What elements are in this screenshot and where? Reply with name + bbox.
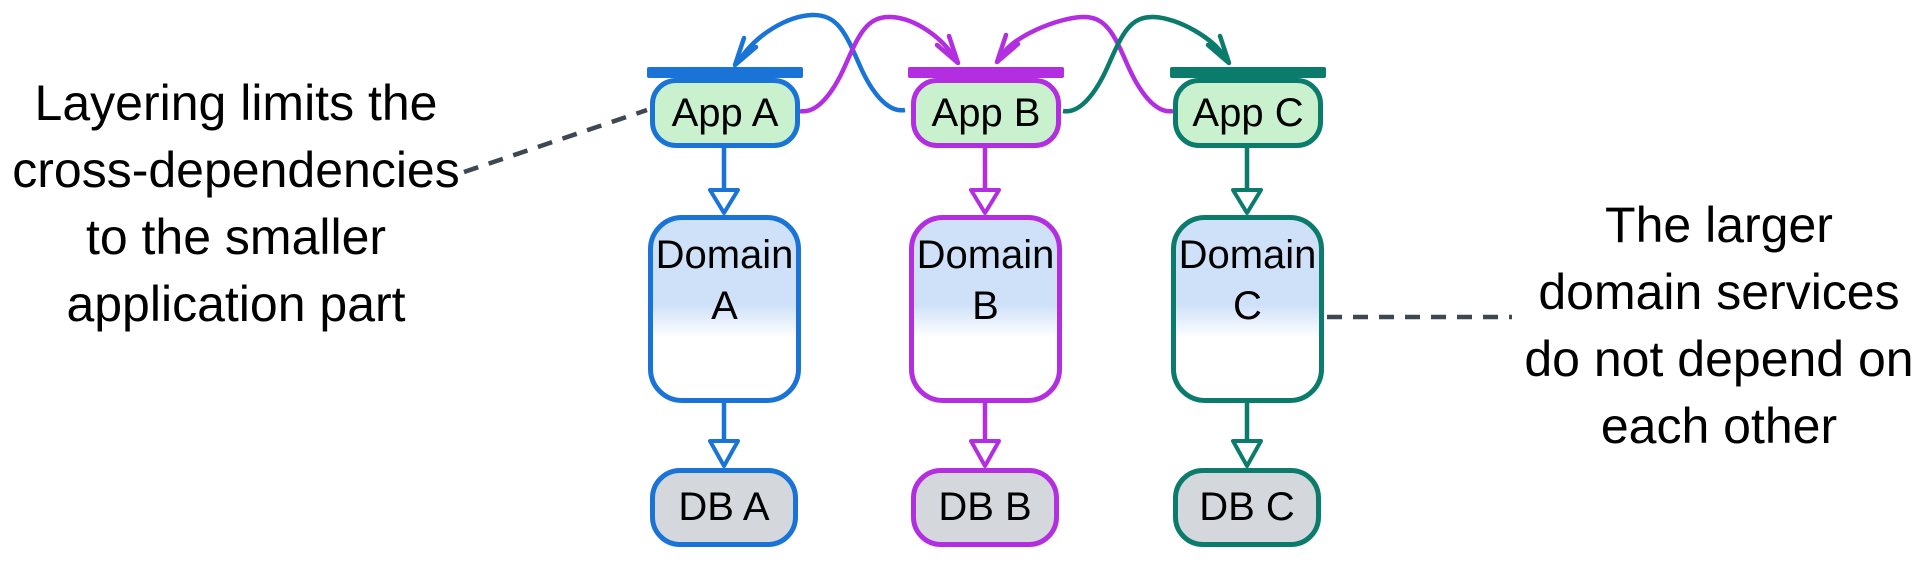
node-db-a: DB A [650, 468, 798, 547]
node-domain-a-label-line1: Domain [655, 233, 794, 277]
node-db-a-label: DB A [678, 485, 770, 529]
node-app-c: App C [1173, 78, 1323, 148]
node-app-a-label: App A [671, 90, 779, 135]
node-domain-b-label-line1: Domain [916, 233, 1055, 277]
edge-group-b [799, 14, 1174, 468]
arrowhead-dba [708, 439, 740, 468]
edge-group-c [1062, 14, 1263, 468]
edge-group-a [708, 12, 906, 468]
annotation-left-line3: to the smaller [85, 209, 387, 265]
app-c-top-bar [1170, 67, 1326, 78]
node-domain-b-label-line2: B [972, 284, 999, 328]
node-app-b: App B [911, 78, 1061, 148]
arrowhead-domainc [1231, 188, 1263, 215]
annotation-right-line2: domain services [1538, 264, 1900, 320]
arrowhead-domaina [708, 188, 740, 215]
arrowhead-domainb [969, 188, 1001, 215]
arrow-appb-to-appc [1062, 14, 1228, 114]
annotation-right: The larger domain services do not depend… [1512, 192, 1926, 460]
arrowhead-dbc [1231, 439, 1263, 468]
node-db-c-label: DB C [1199, 485, 1295, 529]
node-domain-b: Domain B [909, 215, 1062, 403]
node-db-c: DB C [1173, 468, 1321, 547]
arrow-appc-to-appb [998, 14, 1174, 114]
arrowhead-appa [732, 35, 759, 68]
node-app-b-label: App B [931, 90, 1041, 135]
node-app-c-label: App C [1192, 90, 1304, 135]
arrowhead-appc [1205, 33, 1232, 66]
annotation-left-line1: Layering limits the [34, 75, 438, 131]
annotation-lines [463, 107, 1512, 320]
arrowhead-dbb [969, 439, 1001, 468]
annotation-right-line3: do not depend on [1524, 331, 1914, 387]
annotation-right-line4: each other [1600, 398, 1838, 454]
callout-line-left [463, 107, 648, 175]
arrowhead-appb-right [994, 32, 1021, 65]
arrow-appa-to-appb [799, 14, 957, 114]
app-b-top-bar [908, 67, 1064, 78]
app-a-top-bar [647, 67, 803, 78]
node-db-b: DB B [911, 468, 1059, 547]
node-domain-c-label-line1: Domain [1178, 233, 1317, 277]
annotation-right-line1: The larger [1605, 197, 1833, 253]
node-app-a: App A [650, 78, 800, 148]
node-db-b-label: DB B [938, 485, 1032, 529]
annotation-left-line2: cross-dependencies [12, 142, 460, 198]
node-domain-a-label-line2: A [711, 284, 738, 328]
annotation-left-line4: application part [66, 276, 406, 332]
arrow-appb-to-appa [737, 12, 906, 113]
node-domain-a: Domain A [648, 215, 801, 403]
node-domain-c-label-line2: C [1233, 284, 1262, 328]
annotation-left: Layering limits the cross-dependencies t… [0, 70, 472, 338]
arrowhead-appb-left [934, 33, 961, 66]
node-domain-c: Domain C [1171, 215, 1324, 403]
